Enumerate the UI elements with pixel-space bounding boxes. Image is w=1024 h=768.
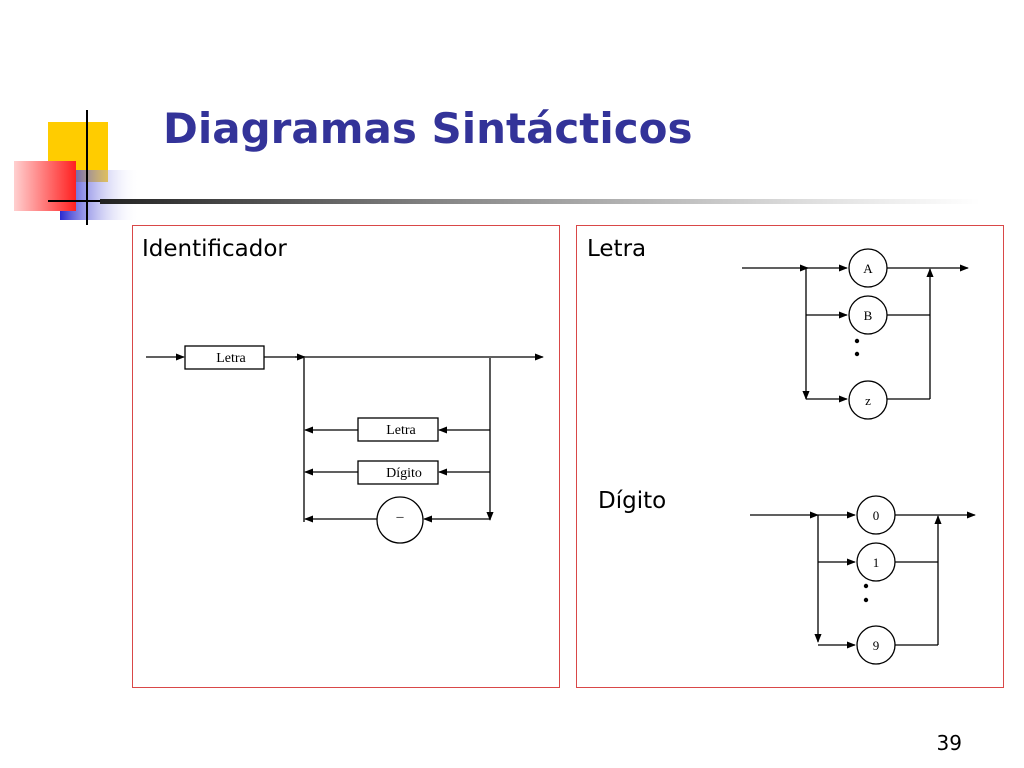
digito-option-9: 9 <box>873 638 880 653</box>
id-letra-box-label: Letra <box>216 351 246 366</box>
letra-option-b: B <box>864 308 873 323</box>
title-underline <box>100 199 980 204</box>
id-digito-loop-label: Dígito <box>386 466 422 481</box>
id-letra-loop-label: Letra <box>386 423 416 438</box>
letra-heading: Letra <box>587 236 647 262</box>
letra-diagram <box>742 248 969 420</box>
digito-option-0: 0 <box>873 508 880 523</box>
digito-ellipsis-dot <box>863 583 869 589</box>
digito-diagram <box>750 495 976 665</box>
letra-option-a: A <box>863 261 873 276</box>
identificador-panel <box>132 225 560 688</box>
letra-ellipsis-dot <box>854 351 860 357</box>
digito-option-1: 1 <box>873 555 880 570</box>
digito-heading: Dígito <box>598 488 667 514</box>
letra-ellipsis-dot <box>854 338 860 344</box>
slide-title: Diagramas Sintácticos <box>163 104 693 153</box>
page-number: 39 <box>936 731 962 755</box>
deco-red-square <box>14 161 76 211</box>
letra-circle-z <box>848 380 888 420</box>
id-underscore-label: _ <box>396 505 405 520</box>
identificador-heading: Identificador <box>142 236 287 262</box>
letra-digito-panel <box>576 225 1004 688</box>
decorative-logo <box>14 110 140 225</box>
digito-ellipsis-dot <box>863 597 869 603</box>
identificador-diagram <box>146 345 544 544</box>
letra-option-z: z <box>865 393 871 408</box>
id-underscore-circle <box>376 496 424 544</box>
